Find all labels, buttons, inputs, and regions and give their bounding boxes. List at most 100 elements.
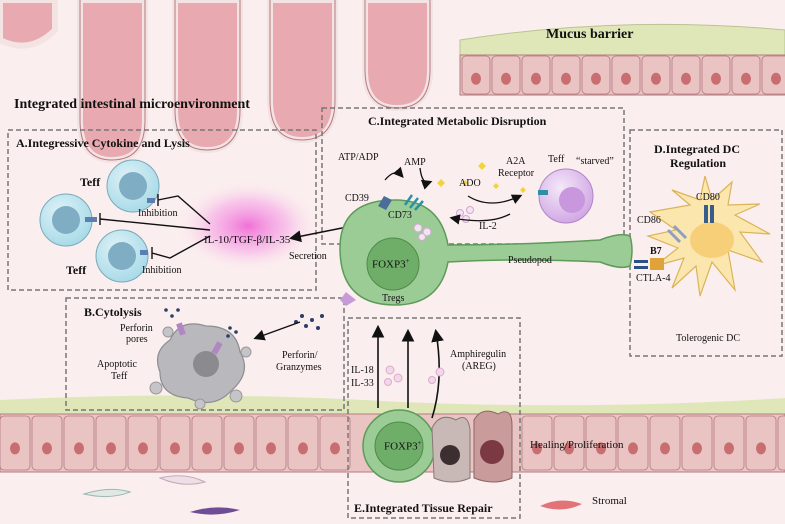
cd73-label: CD73 <box>388 210 412 221</box>
epithelial-nucleus <box>266 442 276 455</box>
repair-treg-cell <box>362 409 436 483</box>
b7-ctla4-complex <box>634 258 664 270</box>
epithelial-nucleus <box>692 442 702 455</box>
perforin-receptor <box>340 292 356 306</box>
epithelial-nucleus <box>501 72 511 85</box>
teff-cell-bottom <box>95 229 149 283</box>
environment-label: Integrated intestinal microenvironment <box>14 97 250 112</box>
epithelial-nucleus <box>591 72 601 85</box>
epithelial-nucleus <box>202 442 212 455</box>
section-a-box <box>7 129 317 291</box>
il18-label: IL-18 <box>351 365 374 376</box>
epithelial-nucleus <box>651 72 661 85</box>
atp-adp-label: ATP/ADP <box>338 152 379 163</box>
apoptotic-teff-line2: Teff <box>111 371 128 382</box>
epithelial-nucleus <box>561 72 571 85</box>
section-c-title: C.Integrated Metabolic Disruption <box>368 114 547 128</box>
epithelial-nucleus <box>660 442 670 455</box>
cytokines-label: IL-10/TGF-β/IL-35 <box>204 234 291 246</box>
repair-arrows <box>371 324 444 419</box>
epithelial-nucleus <box>771 72 781 85</box>
cd39-label: CD39 <box>345 193 369 204</box>
stromal-label: Stromal <box>592 495 627 507</box>
cd80-receptor <box>704 205 714 223</box>
mucus-barrier-label: Mucus barrier <box>546 27 634 42</box>
section-b-title: B.Cytolysis <box>84 305 142 319</box>
cd73-receptor <box>403 194 424 211</box>
mucus-barrier-epithelium <box>459 23 785 96</box>
epithelial-nucleus <box>564 442 574 455</box>
perforin-granzyme-dots <box>164 308 324 338</box>
epithelial-nucleus <box>138 442 148 455</box>
section-d-title-line2: Regulation <box>670 156 727 170</box>
amp-label: AMP <box>404 157 426 168</box>
pseudopod-label: Pseudopod <box>508 255 552 266</box>
damaged-epithelial-cells <box>431 410 513 483</box>
apoptotic-teff-cell <box>149 323 252 410</box>
teff-cell-left <box>39 193 93 247</box>
areg-label-line2: (AREG) <box>462 361 496 372</box>
treg-cell <box>339 199 633 306</box>
il2-label: IL-2 <box>479 221 497 232</box>
cd86-receptor <box>666 224 688 244</box>
teff-receptors <box>85 198 155 255</box>
teff-label-bottom: Teff <box>66 263 87 277</box>
cd39-receptor <box>378 196 392 210</box>
teff-cell-top <box>106 159 160 213</box>
cd80-label: CD80 <box>696 192 720 203</box>
epithelial-nucleus <box>471 72 481 85</box>
epithelial-nucleus <box>681 72 691 85</box>
ado-label: ADO <box>459 178 481 189</box>
perforin-pore <box>176 322 223 355</box>
cd86-label: CD86 <box>637 215 661 226</box>
perforin-granzymes-line2: Granzymes <box>276 362 322 373</box>
epithelial-nucleus <box>741 72 751 85</box>
epithelial-nucleus <box>10 442 20 455</box>
epithelial-nucleus <box>596 442 606 455</box>
areg-label-line1: Amphiregulin <box>450 349 507 360</box>
repair-foxp3-label: FOXP3+ <box>384 439 422 453</box>
apoptotic-teff-line1: Apoptotic <box>97 359 137 370</box>
epithelial-nucleus <box>621 72 631 85</box>
epithelial-nucleus <box>711 72 721 85</box>
perforin-pores-line2: pores <box>126 334 148 345</box>
section-e-box <box>347 317 521 519</box>
starved-teff-label: Teff <box>548 154 565 165</box>
perforin-granzymes-line1: Perforin/ <box>282 350 318 361</box>
epithelial-nucleus <box>106 442 116 455</box>
section-e-title: E.Integrated Tissue Repair <box>354 501 493 515</box>
epithelial-nucleus <box>298 442 308 455</box>
epithelial-nucleus <box>531 72 541 85</box>
teff-label-top: Teff <box>80 175 101 189</box>
healing-label: Healing/Proliferation <box>530 439 624 451</box>
epithelial-nucleus <box>234 442 244 455</box>
section-d-title-line1: D.Integrated DC <box>654 142 740 156</box>
section-b-box <box>65 297 345 411</box>
inhibition-lines <box>99 194 211 259</box>
cytokine-vesicles <box>384 365 445 386</box>
stromal-cells <box>82 475 582 515</box>
il33-label: IL-33 <box>351 378 374 389</box>
epithelial-nucleus <box>170 442 180 455</box>
secretion-label: Secretion <box>289 251 327 262</box>
epithelial-nucleus <box>330 442 340 455</box>
epithelial-nucleus <box>628 442 638 455</box>
cytokine-glow <box>176 180 320 272</box>
secretion-arrow <box>289 225 353 243</box>
perforin-pores-line1: Perforin <box>120 323 153 334</box>
epithelial-nucleus <box>74 442 84 455</box>
treg-foxp3-label: FOXP3+ <box>372 257 410 271</box>
perforin-arrow <box>253 321 301 341</box>
inhibition-label-bottom: Inhibition <box>142 265 182 276</box>
epithelial-nucleus <box>724 442 734 455</box>
epithelial-nucleus <box>532 442 542 455</box>
starved-teff-cell <box>538 168 594 224</box>
ctla4-label: CTLA-4 <box>636 273 671 284</box>
epithelial-cell <box>777 415 785 471</box>
section-a-title: A.Integressive Cytokine and Lysis <box>16 136 190 150</box>
tregs-label: Tregs <box>382 293 405 304</box>
starved-label: “starved” <box>576 156 614 167</box>
a2a-label-line2: Receptor <box>498 168 535 179</box>
